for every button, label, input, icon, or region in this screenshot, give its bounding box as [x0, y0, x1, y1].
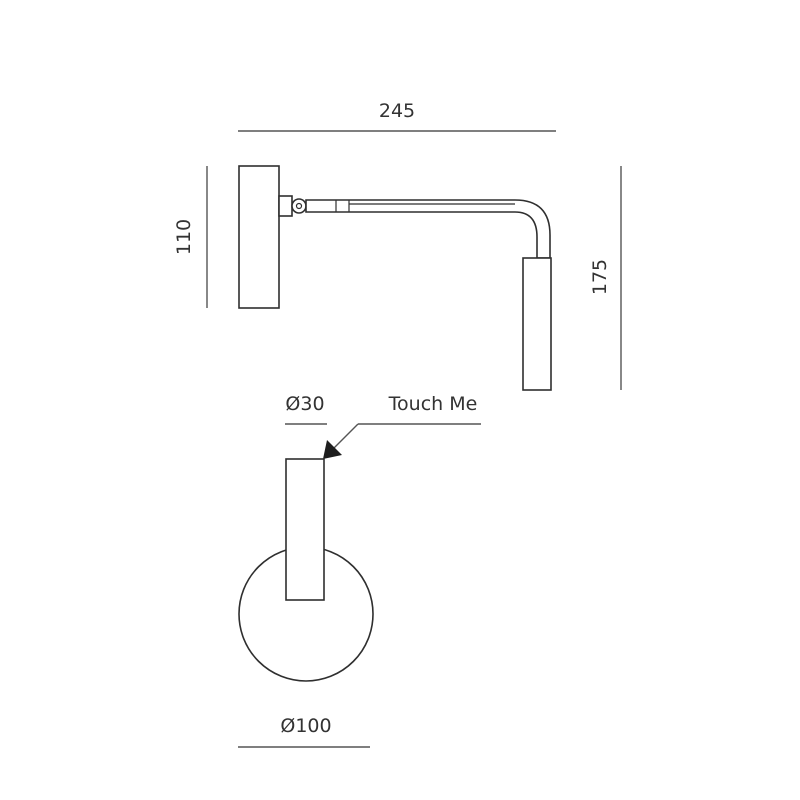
wall-plate [238, 165, 280, 309]
side-view: 245 110 175 [173, 100, 622, 391]
lamp-head [522, 257, 552, 391]
knuckle-screw [295, 202, 303, 210]
lamp-head-front [285, 458, 325, 601]
touch-me-label: Touch Me [388, 393, 478, 415]
lamp-arm [305, 199, 551, 259]
dim-label-height-110: 110 [173, 219, 195, 255]
pivot-block [278, 195, 293, 217]
front-view: Ø30 Touch Me Ø100 [238, 393, 481, 748]
dim-label-height-175: 175 [589, 259, 611, 295]
callout-leader-diagonal [329, 423, 359, 453]
knuckle-joint [291, 198, 307, 214]
dim-label-diameter-30: Ø30 [285, 393, 324, 415]
dim-label-diameter-100: Ø100 [280, 715, 331, 737]
callout-arrowhead [323, 440, 342, 459]
dim-label-width-245: 245 [379, 100, 415, 122]
